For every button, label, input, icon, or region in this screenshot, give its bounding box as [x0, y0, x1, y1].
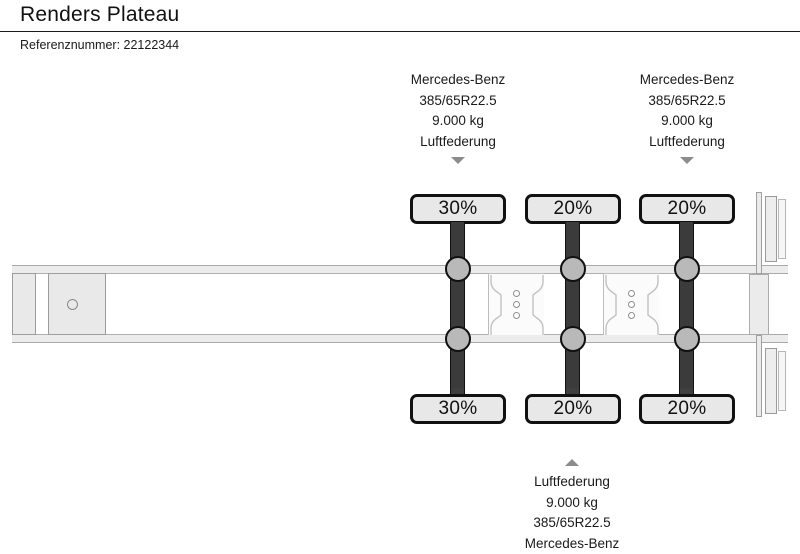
axle-3-load-bottom[interactable]: 20%: [639, 394, 735, 424]
rear-lamp-bottom: [765, 348, 777, 414]
axle-1-spec-top: Mercedes-Benz 385/65R22.5 9.000 kg Luftf…: [363, 70, 553, 152]
hanger-1-bolt-1: [513, 290, 520, 297]
rear-lamp-bottom-inner: [778, 351, 786, 411]
axle-3-spec-top: Mercedes-Benz 385/65R22.5 9.000 kg Luftf…: [592, 70, 782, 152]
hanger-1-bolt-2: [513, 301, 520, 308]
rear-lamp-top: [765, 196, 777, 262]
axle-2-load-top[interactable]: 20%: [525, 194, 621, 224]
axle-2-suspension: Luftfederung: [477, 472, 667, 493]
axle-3-hub-bottom: [674, 326, 700, 352]
rear-post-bottom: [756, 335, 762, 417]
axle-3-brand: Mercedes-Benz: [592, 70, 782, 91]
hanger-2-bolt-1: [628, 290, 635, 297]
axle-1-caret-down-icon: [451, 157, 465, 164]
chassis-lower-rail: [12, 334, 788, 343]
rear-frame-column: [749, 274, 769, 335]
axle-1-hub-top: [445, 256, 471, 282]
axle-2-bar: [565, 222, 580, 396]
axle-2-spec-bottom: Luftfederung 9.000 kg 385/65R22.5 Merced…: [477, 472, 667, 554]
axle-2-load-bottom[interactable]: 20%: [525, 394, 621, 424]
axle-1-load-top[interactable]: 30%: [410, 194, 506, 224]
rear-post-top: [756, 192, 762, 274]
axle-2-hub-top: [560, 256, 586, 282]
axle-3-tyre: 385/65R22.5: [592, 91, 782, 112]
axle-2-caret-up-icon: [565, 459, 579, 466]
axle-3-hub-top: [674, 256, 700, 282]
axle-1-brand: Mercedes-Benz: [363, 70, 553, 91]
axle-2-hub-bottom: [560, 326, 586, 352]
axle-3-capacity: 9.000 kg: [592, 111, 782, 132]
axle-1-bar: [450, 222, 465, 396]
axle-3-load-top[interactable]: 20%: [639, 194, 735, 224]
hanger-2-bolt-3: [628, 312, 635, 319]
axle-3-suspension: Luftfederung: [592, 132, 782, 153]
axle-1-hub-bottom: [445, 326, 471, 352]
front-beam-panel: [12, 273, 36, 335]
hanger-2-bolt-2: [628, 301, 635, 308]
axle-1-load-bottom[interactable]: 30%: [410, 394, 506, 424]
axle-2-brand: Mercedes-Benz: [477, 534, 667, 554]
axle-2-capacity: 9.000 kg: [477, 493, 667, 514]
axle-1-tyre: 385/65R22.5: [363, 91, 553, 112]
kingpin-icon: [67, 299, 78, 310]
axle-1-suspension: Luftfederung: [363, 132, 553, 153]
axle-2-tyre: 385/65R22.5: [477, 513, 667, 534]
axle-3-caret-down-icon: [680, 157, 694, 164]
axle-3-bar: [679, 222, 694, 396]
axle-1-capacity: 9.000 kg: [363, 111, 553, 132]
rear-lamp-top-inner: [778, 199, 786, 259]
hanger-1-bolt-3: [513, 312, 520, 319]
